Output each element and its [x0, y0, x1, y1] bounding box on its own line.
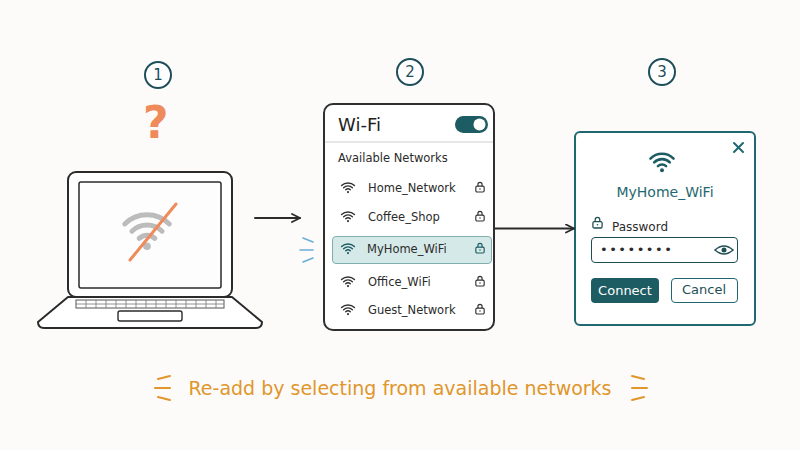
flow-arrow [255, 217, 300, 219]
panel-separator [325, 142, 493, 143]
network-wifi-icons [342, 305, 355, 315]
connect-button: Connect [591, 278, 659, 303]
caption-decoration [632, 387, 647, 389]
wifi-toggle [455, 116, 488, 133]
show-password-eye [722, 248, 727, 253]
network-lock-icons [476, 211, 484, 221]
network-lock-icons [476, 304, 484, 314]
password-lock-icon [593, 217, 602, 228]
panel-separator [325, 141, 493, 142]
dialog-wifi-icon [650, 154, 673, 172]
network-name: MyHome_WiFi [367, 237, 447, 262]
step-number: 2 [396, 58, 424, 86]
password-dialog: •••••••• Connect Cancel MyHome_WiFiPassword [574, 131, 756, 326]
button-text: Cancel [672, 279, 736, 301]
laptop-illustration [79, 182, 221, 288]
dialog-title: MyHome_WiFi [576, 183, 754, 201]
network-name: Home_Network [368, 181, 456, 195]
step-number: 1 [144, 61, 172, 89]
flow-arrow [255, 218, 300, 219]
network-row-selected: MyHome_WiFi [332, 236, 492, 264]
masked-password: •••••••• [600, 238, 673, 261]
wifi-panel: MyHome_WiFi Wi-FiAvailable NetworksHome_N… [323, 103, 495, 331]
caption-decoration [632, 397, 644, 400]
password-lock-icon [593, 217, 602, 228]
caption-decoration [158, 376, 170, 379]
wifi-off-icon [125, 204, 176, 260]
caption-decoration [155, 387, 170, 389]
show-password-eye [715, 246, 733, 254]
selection-dashes [300, 249, 313, 251]
network-wifi-icons [342, 183, 355, 315]
selection-dashes [300, 238, 313, 262]
question-mark: ? [143, 98, 169, 148]
section-heading: Available Networks [338, 151, 448, 165]
step-number-text: 3 [650, 60, 674, 84]
wifi-toggle [455, 116, 488, 133]
network-lock-icons [476, 182, 484, 192]
selection-dashes [303, 258, 313, 262]
dialog-wifi-icon [650, 154, 673, 172]
wifi-toggle [474, 119, 486, 131]
step-number-text: 2 [398, 60, 422, 84]
network-wifi-icons [342, 244, 355, 254]
dialog-close-icon [734, 143, 743, 152]
laptop-illustration [76, 300, 224, 308]
dialog-close-icon [734, 143, 743, 152]
button-text: Connect [591, 278, 659, 303]
caption-decoration [158, 397, 170, 400]
network-wifi-icons [342, 183, 355, 193]
selection-dashes [303, 238, 313, 242]
laptop-illustration [118, 311, 182, 321]
show-password-eye [715, 246, 733, 254]
network-wifi-icons [342, 212, 355, 222]
network-name: Guest_Network [368, 303, 456, 317]
cancel-button: Cancel [671, 278, 738, 303]
dialog-close-icon [734, 143, 743, 152]
network-name: Office_WiFi [368, 275, 431, 289]
step-number-text: 1 [146, 63, 170, 87]
network-lock-icons [476, 243, 484, 253]
flow-arrow [495, 228, 574, 230]
caption-decoration [632, 376, 644, 379]
network-name: Coffee_Shop [368, 210, 440, 224]
laptop-illustration [76, 300, 224, 308]
panel-title: Wi-Fi [338, 113, 381, 137]
field-label: Password [612, 219, 668, 235]
network-lock-icons [476, 182, 484, 314]
step-number: 3 [648, 58, 676, 86]
laptop-illustration [38, 297, 262, 328]
connector-layer [495, 228, 574, 229]
caption-text: Re-add by selecting from available netwo… [0, 375, 800, 401]
network-lock-icons [476, 276, 484, 286]
laptop-illustration [38, 172, 262, 328]
laptop-illustration [68, 172, 232, 297]
network-wifi-icons [342, 277, 355, 287]
password-field: •••••••• [591, 237, 738, 263]
wifi-off-icon [130, 204, 176, 260]
